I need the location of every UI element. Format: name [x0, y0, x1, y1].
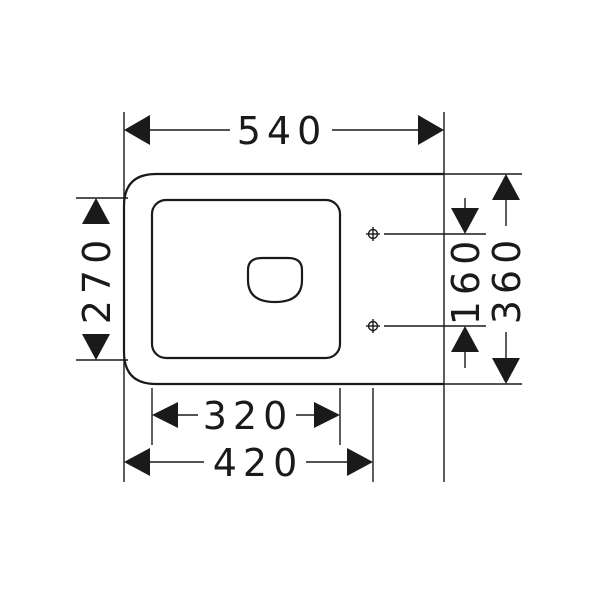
dimension-360: 360 [485, 174, 529, 384]
upper-fixing-hole-icon [366, 227, 380, 241]
toilet-outline [122, 172, 444, 386]
arrow-down-icon [451, 208, 479, 234]
dimension-label-420: 420 [213, 441, 304, 485]
arrow-right-icon [314, 402, 340, 428]
arrow-right-icon [418, 115, 444, 145]
arrow-left-icon [124, 448, 150, 476]
arrow-up-icon [451, 326, 479, 352]
arrow-left-icon [152, 402, 178, 428]
outlet-opening [246, 256, 304, 304]
dimension-label-270: 270 [75, 234, 119, 325]
dimension-label-540: 540 [237, 109, 328, 153]
dimension-320: 320 [152, 394, 340, 438]
dimension-420: 420 [124, 441, 373, 485]
arrow-down-icon [82, 334, 110, 360]
arrow-up-icon [492, 174, 520, 200]
arrow-right-icon [347, 448, 373, 476]
dimension-label-360: 360 [485, 234, 529, 325]
dimension-160: 160 [444, 198, 488, 368]
dimension-label-320: 320 [203, 394, 294, 438]
dimension-540: 540 [124, 109, 444, 153]
arrow-left-icon [124, 115, 150, 145]
toilet-body-outline [122, 172, 444, 386]
dimension-270: 270 [75, 198, 119, 360]
lower-fixing-hole-icon [366, 319, 380, 333]
arrow-down-icon [492, 358, 520, 384]
bowl-outline [150, 198, 342, 360]
arrow-up-icon [82, 198, 110, 224]
dimension-label-160: 160 [444, 235, 488, 326]
